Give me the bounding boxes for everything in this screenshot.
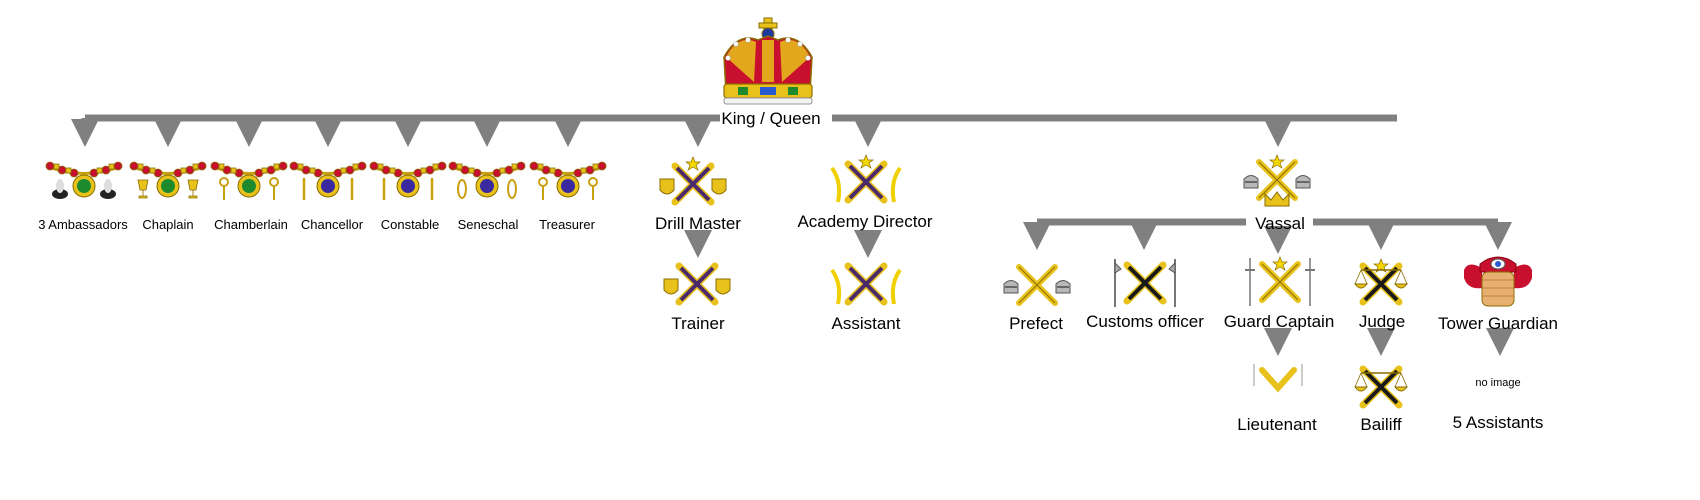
collar-with-chalices-icon: [128, 160, 208, 199]
collar-with-hats-icon: [44, 160, 124, 199]
collar-with-keys-icon: [209, 160, 289, 200]
officer-label-seneschal: Seneschal: [458, 217, 519, 232]
crossed-batons-halberds-icon: [1114, 259, 1176, 307]
crossed-batons-helmets-icon: [1003, 267, 1071, 303]
no-image-text: no image: [1475, 377, 1520, 389]
officer-label-ambassadors: 3 Ambassadors: [38, 217, 128, 232]
officer-label-chaplain: Chaplain: [142, 217, 193, 232]
crossed-batons-scales-icon: [1354, 369, 1408, 405]
officer-constable: [368, 160, 448, 200]
officer-label-treasurer: Treasurer: [539, 217, 596, 232]
crossed-batons-scales-icon: [1354, 258, 1408, 302]
crossed-batons-quills-icon: [830, 266, 902, 304]
royal-crown-icon: [723, 17, 813, 105]
officer-chamberlain: [209, 160, 289, 200]
officer-chancellor: [288, 160, 368, 200]
bailiff-label: Bailiff: [1360, 415, 1402, 434]
single-baton-icon: [1253, 364, 1303, 393]
collar-with-keys-icon: [528, 160, 608, 200]
officer-label-chancellor: Chancellor: [301, 217, 364, 232]
officer-treasurer: [528, 160, 608, 200]
tower-guardian-label: Tower Guardian: [1438, 314, 1558, 333]
trainer-label: Trainer: [671, 314, 725, 333]
crossed-batons-shields-icon: [659, 156, 727, 202]
vassal-label: Vassal: [1255, 214, 1305, 233]
officer-seneschal: [447, 160, 527, 199]
lieutenant-label: Lieutenant: [1237, 415, 1317, 434]
root-label: King / Queen: [721, 109, 820, 128]
academy-director-label: Academy Director: [797, 212, 932, 231]
collar-with-rings-icon: [447, 160, 527, 199]
crossed-batons-helmets-crown-icon: [1243, 154, 1311, 207]
tower-guardian-icon: [1464, 256, 1532, 307]
officer-chaplain: [128, 160, 208, 199]
assistant-label: Assistant: [832, 314, 901, 333]
officer-label-chamberlain: Chamberlain: [214, 217, 288, 232]
crossed-batons-quills-icon: [830, 154, 902, 202]
prefect-label: Prefect: [1009, 314, 1063, 333]
officer-ambassadors: [44, 160, 124, 199]
officer-label-constable: Constable: [381, 217, 440, 232]
guard-captain-label: Guard Captain: [1224, 312, 1335, 331]
connector-lines: [71, 114, 1514, 356]
drill-master-label: Drill Master: [655, 214, 741, 233]
crossed-batons-shields-icon: [663, 266, 731, 302]
collar-with-batons-icon: [368, 160, 448, 200]
crossed-batons-swords-icon: [1245, 256, 1315, 306]
judge-label: Judge: [1359, 312, 1405, 331]
customs-officer-label: Customs officer: [1086, 312, 1204, 331]
five-assistants-label: 5 Assistants: [1453, 413, 1544, 432]
collar-with-maces-icon: [288, 160, 368, 200]
